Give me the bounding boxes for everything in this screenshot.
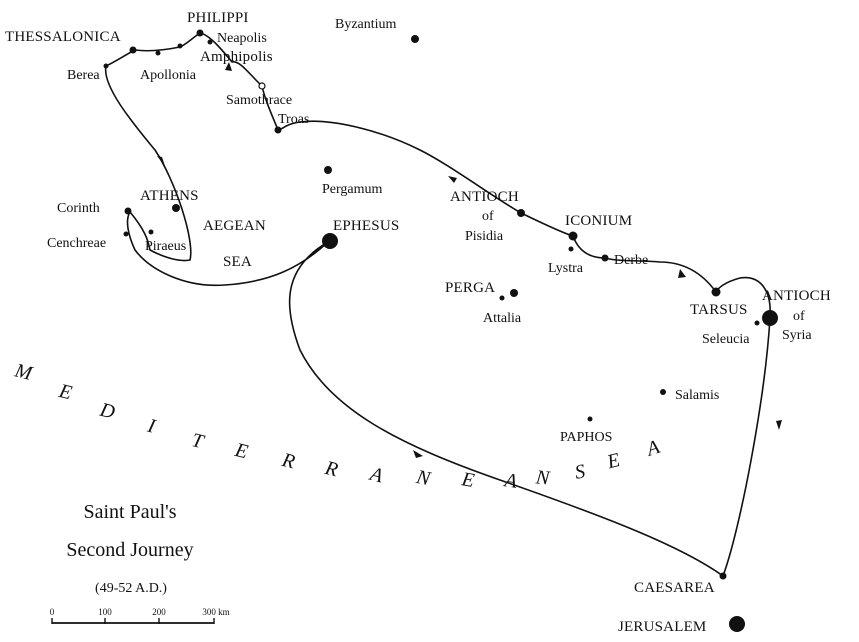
label-antioch-syria-name: Syria: [782, 328, 812, 343]
label-amphipolis: Amphipolis: [200, 49, 273, 65]
label-troas: Troas: [278, 112, 309, 127]
map-title-line2: Second Journey: [66, 539, 193, 561]
map-dates: (49-52 A.D.): [95, 581, 167, 596]
scale-bar: 0 100 200 300 km: [50, 607, 230, 624]
label-derbe: Derbe: [614, 253, 648, 268]
label-samothrace: Samothrace: [226, 93, 292, 108]
sea-letter: N: [413, 466, 433, 491]
label-athens: ATHENS: [140, 188, 199, 204]
sea-letter: A: [366, 463, 386, 488]
label-neapolis: Neapolis: [217, 31, 267, 46]
scale-tick-300: 300 km: [202, 607, 229, 617]
sea-letter: T: [189, 429, 207, 453]
label-thessalonica: THESSALONICA: [5, 29, 121, 45]
label-antioch-pisidia-name: Pisidia: [465, 229, 504, 244]
map-title-block: Saint Paul's Second Journey (49-52 A.D.): [66, 501, 193, 596]
sea-letter: M: [12, 359, 36, 385]
label-attalia: Attalia: [483, 311, 522, 326]
label-antioch-pisidia: ANTIOCH: [450, 189, 519, 205]
label-perga: PERGA: [445, 280, 495, 296]
sea-letter: S: [573, 460, 587, 483]
label-aegean-sea: SEA: [223, 254, 252, 270]
place-dots: [103, 29, 778, 632]
sea-letter: R: [322, 457, 340, 482]
sea-letter: D: [97, 399, 118, 424]
label-antioch-syria-of: of: [793, 309, 805, 324]
label-piraeus: Piraeus: [145, 239, 186, 254]
scale-tick-100: 100: [98, 607, 112, 617]
label-lystra: Lystra: [548, 261, 584, 276]
map-title-line1: Saint Paul's: [83, 501, 176, 523]
place-labels: THESSALONICA PHILIPPI Neapolis Amphipoli…: [5, 10, 831, 635]
journey-route: [104, 32, 771, 577]
scale-tick-0: 0: [50, 607, 55, 617]
label-paphos: PAPHOS: [560, 430, 612, 445]
label-berea: Berea: [67, 68, 100, 83]
label-salamis: Salamis: [675, 388, 719, 403]
label-ephesus: EPHESUS: [333, 218, 399, 234]
label-caesarea: CAESAREA: [634, 580, 715, 596]
label-pergamum: Pergamum: [322, 182, 383, 197]
label-cenchreae: Cenchreae: [47, 236, 106, 251]
label-jerusalem: JERUSALEM: [618, 619, 706, 635]
sea-letter: E: [232, 439, 250, 464]
label-byzantium: Byzantium: [335, 17, 397, 32]
sea-letter: E: [604, 449, 622, 474]
label-seleucia: Seleucia: [702, 332, 750, 347]
sea-letter: A: [642, 436, 663, 462]
sea-letter: E: [56, 380, 74, 405]
scale-tick-200: 200: [152, 607, 166, 617]
label-corinth: Corinth: [57, 201, 100, 216]
label-iconium: ICONIUM: [565, 213, 632, 229]
label-aegean: AEGEAN: [203, 218, 266, 234]
sea-letter: N: [534, 466, 552, 490]
label-antioch-pisidia-of: of: [482, 209, 494, 224]
label-philippi: PHILIPPI: [187, 10, 249, 26]
sea-letter: E: [459, 468, 476, 492]
label-antioch-syria: ANTIOCH: [762, 288, 831, 304]
sea-letter: R: [279, 449, 297, 474]
sea-letter: A: [501, 469, 519, 493]
label-tarsus: TARSUS: [690, 302, 748, 318]
label-apollonia: Apollonia: [140, 68, 197, 83]
direction-arrows: [157, 62, 782, 458]
sea-letter: I: [145, 414, 159, 438]
